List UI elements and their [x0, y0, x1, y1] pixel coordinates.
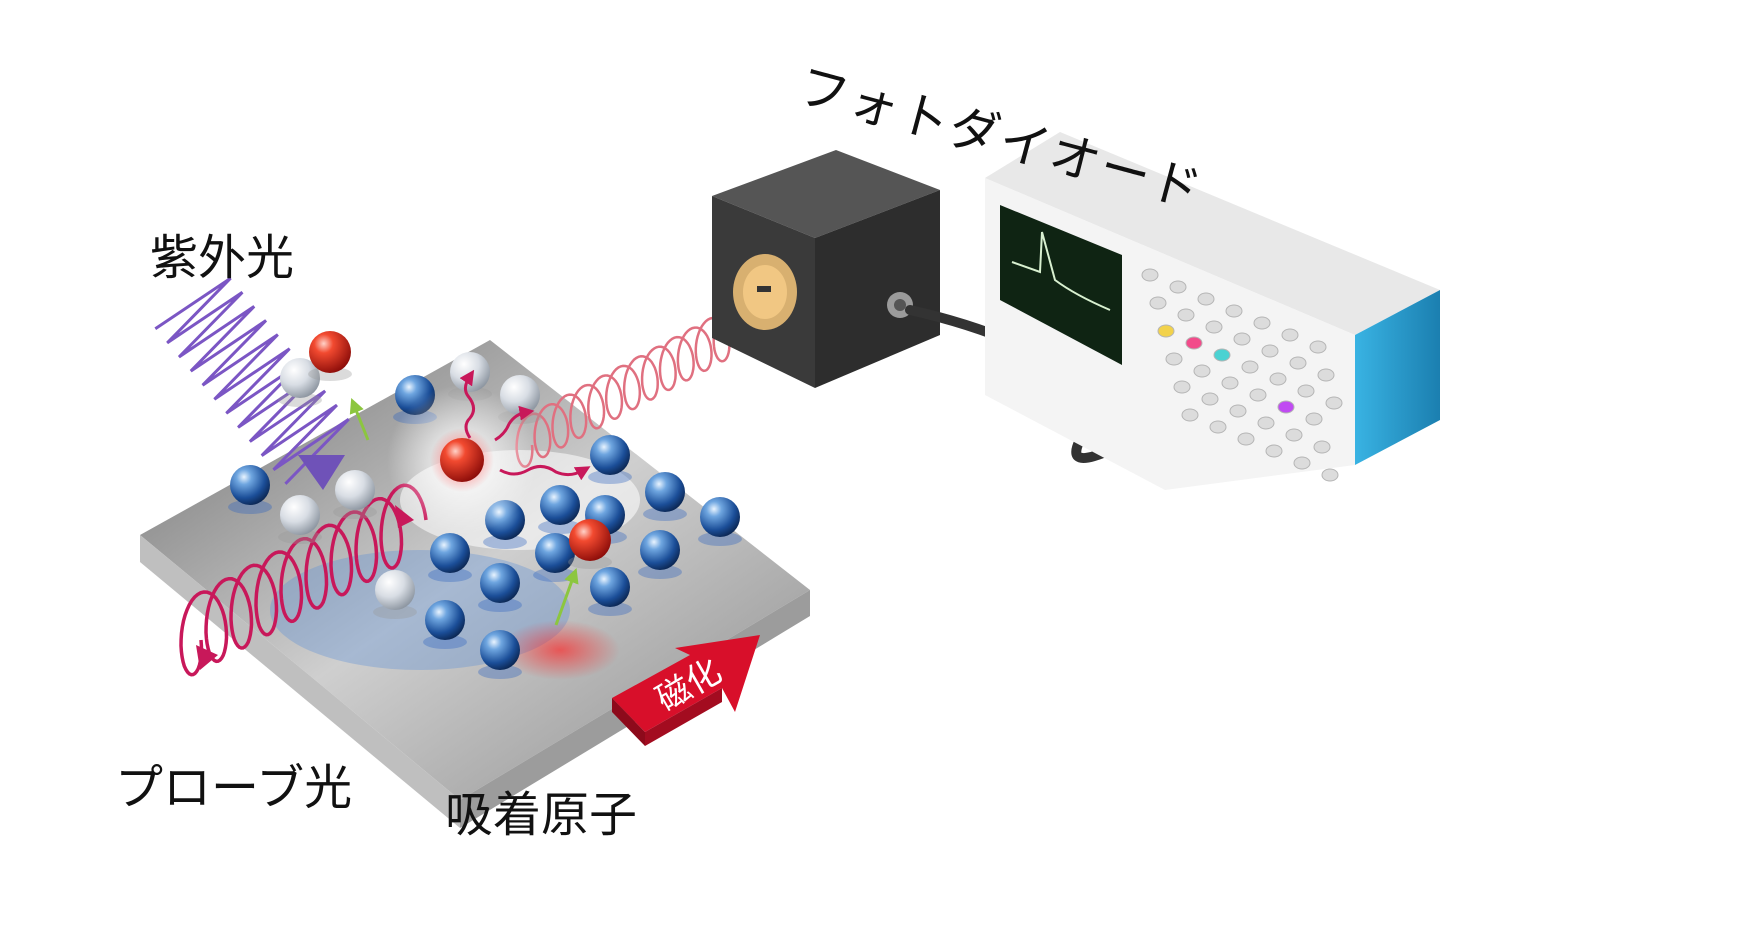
scope-knob	[1297, 384, 1315, 398]
blue-atom	[645, 472, 685, 512]
scope-knob	[1205, 320, 1223, 334]
atom-shadow	[643, 507, 687, 521]
atom-shadow	[278, 530, 322, 544]
atom-shadow	[478, 665, 522, 679]
blue-atom	[590, 567, 630, 607]
clear-atom	[280, 358, 320, 398]
blue-atom	[590, 435, 630, 475]
excited-atom	[387, 385, 537, 535]
scope-knob	[1221, 376, 1239, 390]
atom-shadow	[308, 367, 352, 381]
scope-knob	[1269, 372, 1287, 386]
oscilloscope	[985, 132, 1440, 490]
scope-knob	[1169, 280, 1187, 294]
scope-knob	[1277, 400, 1295, 414]
photodiode-box	[712, 150, 940, 388]
atom-shadow	[588, 470, 632, 484]
atom-shadow	[568, 555, 612, 569]
scope-knob	[1201, 392, 1219, 406]
atom-shadow	[228, 500, 272, 514]
blue-atom	[640, 530, 680, 570]
scope-trace	[1011, 231, 1111, 311]
blue-atom	[535, 533, 575, 573]
scope-knob	[1253, 316, 1271, 330]
blue-atom	[425, 600, 465, 640]
probe-light-label: プローブ光	[115, 760, 353, 816]
scope-knob	[1305, 412, 1323, 426]
atom-shadow	[483, 535, 527, 549]
scope-knob	[1173, 380, 1191, 394]
uv-wave	[154, 276, 350, 490]
scope-knob	[1281, 328, 1299, 342]
blue-atom	[430, 533, 470, 573]
scope-knob	[1233, 332, 1251, 346]
atoms-group	[228, 331, 742, 679]
scope-knob	[1209, 420, 1227, 434]
scope-knob	[1141, 268, 1159, 282]
scope-knob	[1285, 428, 1303, 442]
uv-arrowhead	[298, 455, 345, 490]
atom-shadow	[638, 565, 682, 579]
scope-knob	[1237, 432, 1255, 446]
atom-shadow	[373, 605, 417, 619]
scope-knob	[1157, 324, 1175, 338]
probe-wave	[179, 483, 428, 677]
atom-shadow	[423, 635, 467, 649]
emission-arrows	[459, 369, 591, 481]
scope-knob	[1289, 356, 1307, 370]
clear-atom	[280, 495, 320, 535]
scope-knob	[1165, 352, 1183, 366]
atom-shadow	[588, 602, 632, 616]
atom-shadow	[428, 568, 472, 582]
scope-knob	[1193, 364, 1211, 378]
blue-atom	[480, 630, 520, 670]
atom-shadow	[333, 505, 377, 519]
clear-atom	[375, 570, 415, 610]
blue-atom	[700, 497, 740, 537]
scope-knob	[1177, 308, 1195, 322]
scope-knob	[1213, 348, 1231, 362]
scope-knob	[1249, 388, 1267, 402]
atom-shadow	[478, 598, 522, 612]
magnetization-arrow	[612, 635, 760, 746]
scope-knob	[1241, 360, 1259, 374]
scope-knob	[1229, 404, 1247, 418]
scope-knob	[1181, 408, 1199, 422]
clear-atom	[335, 470, 375, 510]
red-atom	[569, 519, 611, 561]
scope-knob	[1265, 444, 1283, 458]
scope-knob	[1293, 456, 1311, 470]
scope-knob	[1313, 440, 1331, 454]
emitted-wave	[515, 307, 749, 468]
uv-light-label: 紫外光	[150, 230, 295, 286]
blue-atom	[480, 563, 520, 603]
blue-atom	[540, 485, 580, 525]
scope-knob	[1185, 336, 1203, 350]
atom-shadow	[538, 520, 582, 534]
scope-knob	[1309, 340, 1327, 354]
scope-buttons	[1141, 268, 1343, 482]
scope-knob	[1261, 344, 1279, 358]
spin-arrows	[349, 398, 579, 626]
scope-knob	[1257, 416, 1275, 430]
blue-atom	[230, 465, 270, 505]
scope-knob	[1225, 304, 1243, 318]
scope-knob	[1197, 292, 1215, 306]
scope-knob	[1325, 396, 1343, 410]
adsorbed-atoms-label: 吸着原子	[445, 787, 638, 843]
scope-knob	[1149, 296, 1167, 310]
atom-shadow	[698, 532, 742, 546]
scope-knob	[1321, 468, 1339, 482]
atom-shadow	[278, 393, 322, 407]
red-atom	[309, 331, 351, 373]
scope-knob	[1317, 368, 1335, 382]
